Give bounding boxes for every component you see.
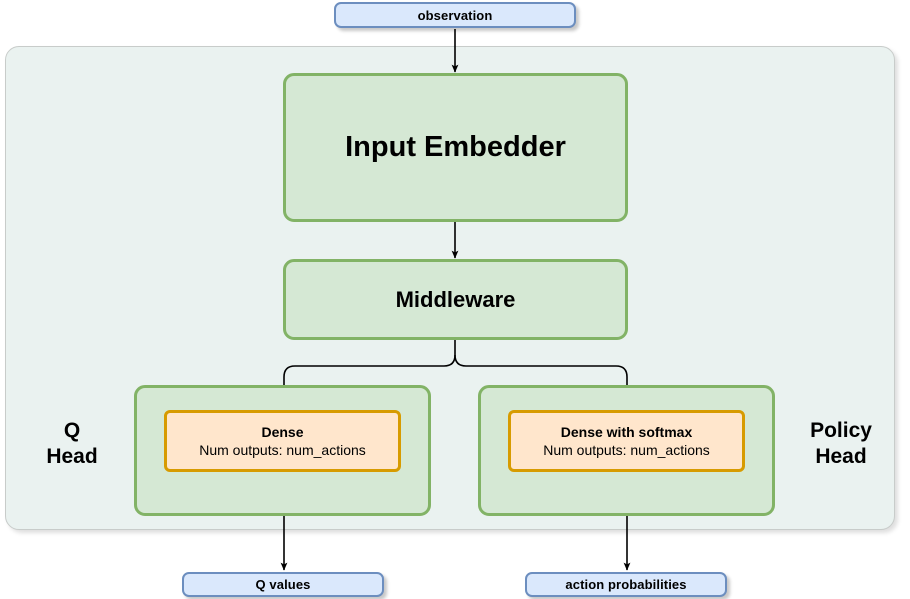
label-policy-head: Policy Head: [810, 419, 872, 468]
node-policy-head-dense[interactable]: Dense with softmax Num outputs: num_acti…: [508, 410, 745, 472]
label-q-head: Q Head: [46, 419, 98, 468]
node-input-embedder-label: Input Embedder: [345, 131, 566, 163]
node-action-probabilities-label: action probabilities: [565, 577, 687, 592]
node-middleware-label: Middleware: [395, 286, 516, 312]
node-middleware[interactable]: Middleware: [283, 259, 628, 340]
node-observation[interactable]: observation: [334, 2, 576, 28]
node-q-head-dense-title: Dense: [261, 423, 304, 440]
node-policy-head-dense-subtitle: Num outputs: num_actions: [543, 442, 710, 458]
node-q-head-dense[interactable]: Dense Num outputs: num_actions: [164, 410, 401, 472]
node-input-embedder[interactable]: Input Embedder: [283, 73, 628, 222]
node-q-values[interactable]: Q values: [182, 572, 384, 597]
node-action-probabilities[interactable]: action probabilities: [525, 572, 727, 597]
node-observation-label: observation: [417, 7, 493, 23]
node-policy-head-dense-title: Dense with softmax: [560, 423, 693, 440]
node-q-values-label: Q values: [255, 577, 311, 592]
node-q-head-dense-subtitle: Num outputs: num_actions: [199, 442, 366, 458]
